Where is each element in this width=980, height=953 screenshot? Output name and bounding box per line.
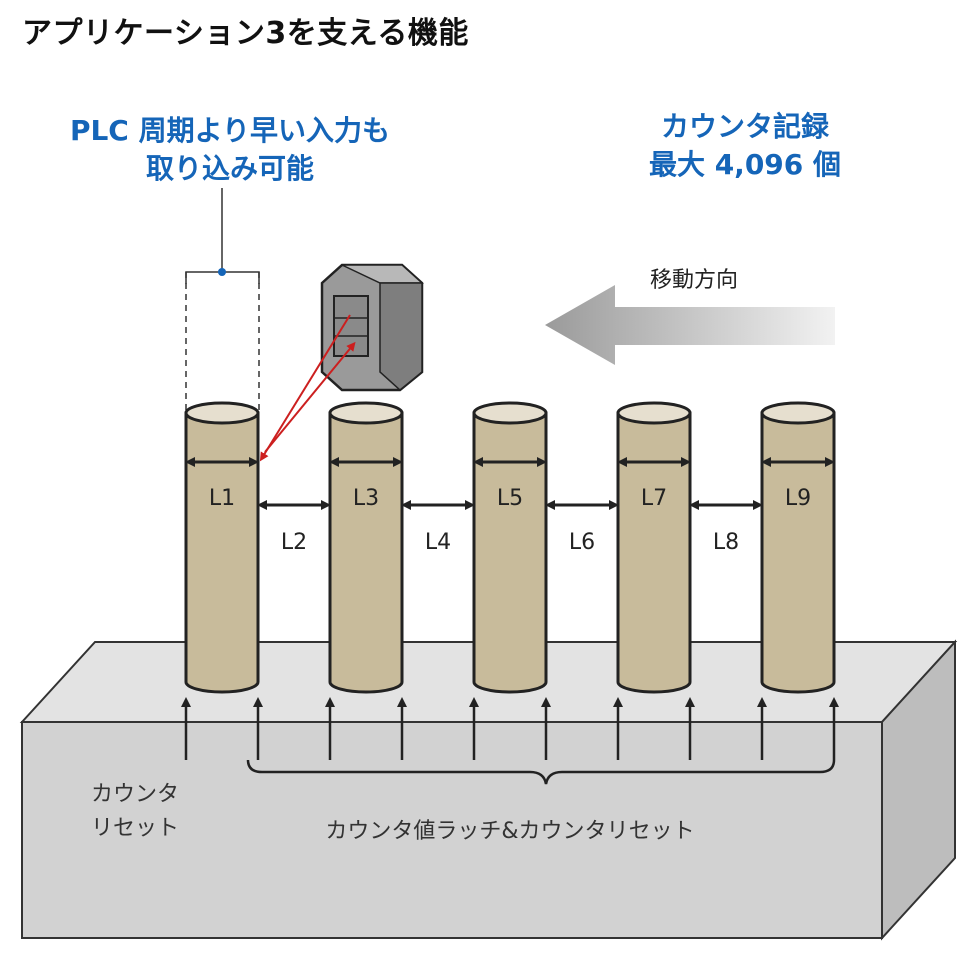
movement-direction-label: 移動方向 [650,268,739,293]
length-label-l7: L7 [640,486,668,511]
callout-counter-record-line2: 最大 4,096 個 [648,148,842,181]
cylinder-2 [328,401,404,694]
callout-input-capture: PLC 周期より早い入力も 取り込み可能 [65,112,395,188]
length-label-l8: L8 [712,530,740,555]
counter-reset-line1: カウンタ [90,782,179,807]
cylinder-1 [184,401,260,694]
length-label-l9: L9 [784,486,812,511]
length-label-l4: L4 [424,530,452,555]
page-title: アプリケーション3を支える機能 [22,16,469,51]
length-label-l1: L1 [208,486,236,511]
counter-reset-line2: リセット [90,816,179,841]
callout-counter-record-line1: カウンタ記録 [660,110,829,143]
laser-beams [259,314,356,462]
cylinder-4 [616,401,692,694]
signal-arrows [181,697,839,760]
length-label-l3: L3 [352,486,380,511]
latch-reset-label: カウンタ値ラッチ&カウンタリセット [325,819,695,844]
callout-counter-record: カウンタ記録 最大 4,096 個 [640,108,850,184]
length-label-l2: L2 [280,530,308,555]
cylinder-3 [472,401,548,694]
photoelectric-sensor [320,263,424,392]
latch-brace [246,759,836,785]
callout-input-capture-line2: 取り込み可能 [145,152,314,185]
counter-reset-label: カウンタ リセット [80,778,190,846]
capture-window-bracket [185,188,260,410]
callout-input-capture-line1: PLC 周期より早い入力も [69,114,391,147]
length-label-l5: L5 [496,486,524,511]
cylinder-5 [760,401,836,694]
length-label-l6: L6 [568,530,596,555]
movement-arrow [545,285,835,365]
